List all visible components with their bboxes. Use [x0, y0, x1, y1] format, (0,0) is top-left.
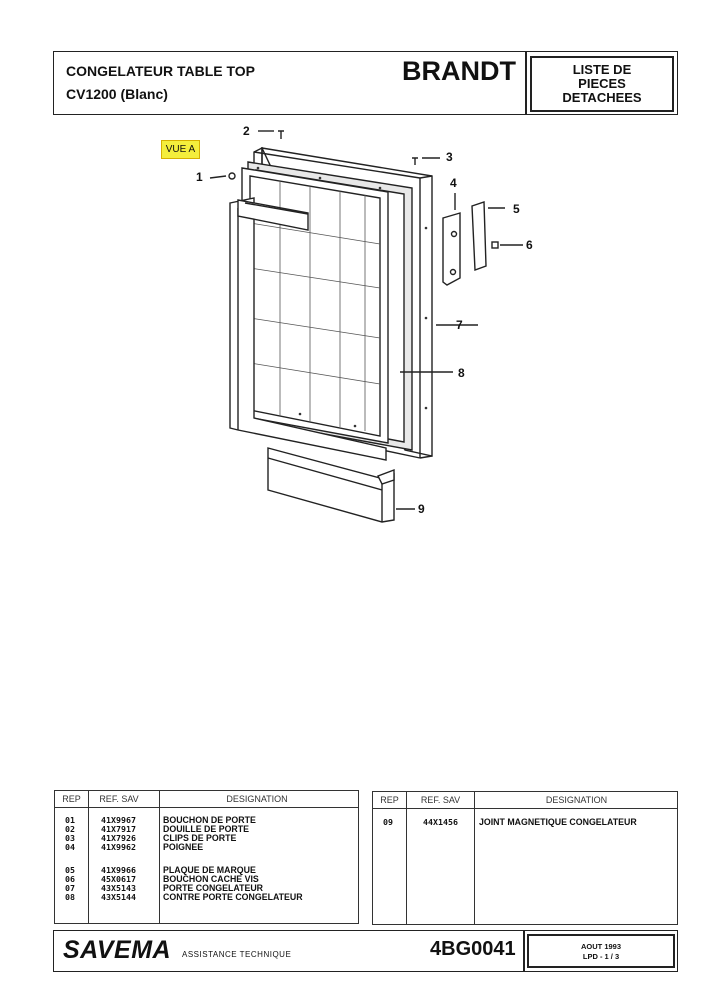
view-label: VUE A [161, 140, 200, 159]
magnetic-strip [267, 447, 395, 523]
callout-6: 6 [526, 238, 533, 252]
company-subtitle: ASSISTANCE TECHNIQUE [182, 950, 292, 959]
header-rule [55, 807, 358, 808]
table-row-ref: 41X9966 [101, 865, 136, 875]
table-row-rep: 01 [65, 815, 75, 825]
table-row-ref: 41X7926 [101, 833, 136, 843]
table-row-ref: 41X7917 [101, 824, 136, 834]
document-number: 4BG0041 [430, 938, 516, 960]
door-clips [412, 157, 418, 165]
table-row-ref: 45X0617 [101, 874, 136, 884]
doc-type-line: LISTE DE [572, 62, 632, 77]
product-title: CONGELATEUR TABLE TOP [66, 63, 255, 79]
col-header-ref: REF. SAV [99, 794, 139, 804]
table-row-rep: 08 [65, 892, 75, 902]
table-row-rep: 09 [383, 817, 393, 827]
col-rule [159, 791, 160, 923]
callout-5: 5 [513, 202, 520, 216]
parts-table-right: REP REF. SAV DESIGNATION 09 44X1456 JOIN… [372, 791, 678, 925]
table-row-designation: BOUCHON CACHE VIS [163, 874, 259, 884]
callout-1: 1 [196, 170, 203, 184]
page-reference: LPD - 1 / 3 [582, 952, 620, 961]
footer-box: SAVEMA ASSISTANCE TECHNIQUE 4BG0041 AOUT… [53, 930, 678, 972]
table-row-rep: 04 [65, 842, 75, 852]
date-box: AOUT 1993 LPD - 1 / 3 [527, 934, 675, 968]
table-row-designation: DOUILLE DE PORTE [163, 824, 250, 834]
brand-name: BRANDT [402, 56, 516, 86]
table-row-ref: 43X5143 [101, 883, 136, 893]
doc-type-line: PIECES [578, 76, 626, 91]
table-row-designation: PORTE CONGELATEUR [163, 883, 264, 893]
table-row-ref: 43X5144 [101, 892, 136, 902]
handle-bar [237, 199, 309, 231]
callout-3: 3 [446, 150, 453, 164]
callout-2: 2 [243, 124, 250, 138]
header-rule [373, 808, 677, 809]
screw-cap [491, 241, 499, 249]
col-rule [88, 791, 89, 923]
table-row-designation: POIGNEE [163, 842, 204, 852]
table-row-ref: 44X1456 [423, 817, 458, 827]
footer-divider [523, 931, 525, 971]
table-row-ref: 41X9962 [101, 842, 136, 852]
table-row-rep: 06 [65, 874, 75, 884]
col-header-rep: REP [380, 795, 399, 805]
callout-7: 7 [456, 318, 463, 332]
table-row-designation: CLIPS DE PORTE [163, 833, 237, 843]
doc-type-line: DETACHEES [562, 90, 642, 105]
header-divider [525, 52, 527, 114]
door-clip [471, 201, 487, 271]
col-rule [406, 792, 407, 924]
table-row-designation: JOINT MAGNETIQUE CONGELATEUR [479, 817, 637, 827]
brand-plate [442, 212, 461, 286]
col-header-ref: REF. SAV [420, 795, 461, 805]
exploded-diagram: 1 2 3 4 5 6 7 8 9 [150, 118, 533, 528]
table-row-rep: 03 [65, 833, 75, 843]
door-frame [229, 197, 387, 461]
col-header-designation: DESIGNATION [226, 794, 288, 804]
product-model: CV1200 (Blanc) [66, 86, 168, 102]
issue-date: AOUT 1993 [580, 942, 622, 951]
callout-4: 4 [450, 176, 457, 190]
table-row-designation: PLAQUE DE MARQUE [163, 865, 256, 875]
header-box: CONGELATEUR TABLE TOP CV1200 (Blanc) BRA… [53, 51, 678, 115]
col-header-designation: DESIGNATION [545, 795, 608, 805]
table-row-rep: 07 [65, 883, 75, 893]
door-plug [228, 172, 236, 180]
col-header-rep: REP [62, 794, 81, 804]
parts-table-left: REP REF. SAV DESIGNATION 01 41X9967 BOUC… [54, 790, 359, 924]
callout-8: 8 [458, 366, 465, 380]
callout-9: 9 [418, 502, 425, 516]
col-rule [474, 792, 475, 924]
table-row-ref: 41X9967 [101, 815, 136, 825]
doc-type-box: LISTE DE PIECES DETACHEES [530, 56, 674, 112]
table-row-rep: 05 [65, 865, 75, 875]
door-exploded-drawing [209, 130, 523, 523]
table-row-rep: 02 [65, 824, 75, 834]
table-row-designation: CONTRE PORTE CONGELATEUR [163, 892, 303, 902]
door-bushing [278, 130, 284, 139]
table-row-designation: BOUCHON DE PORTE [163, 815, 256, 825]
company-name: SAVEMA [63, 936, 172, 964]
